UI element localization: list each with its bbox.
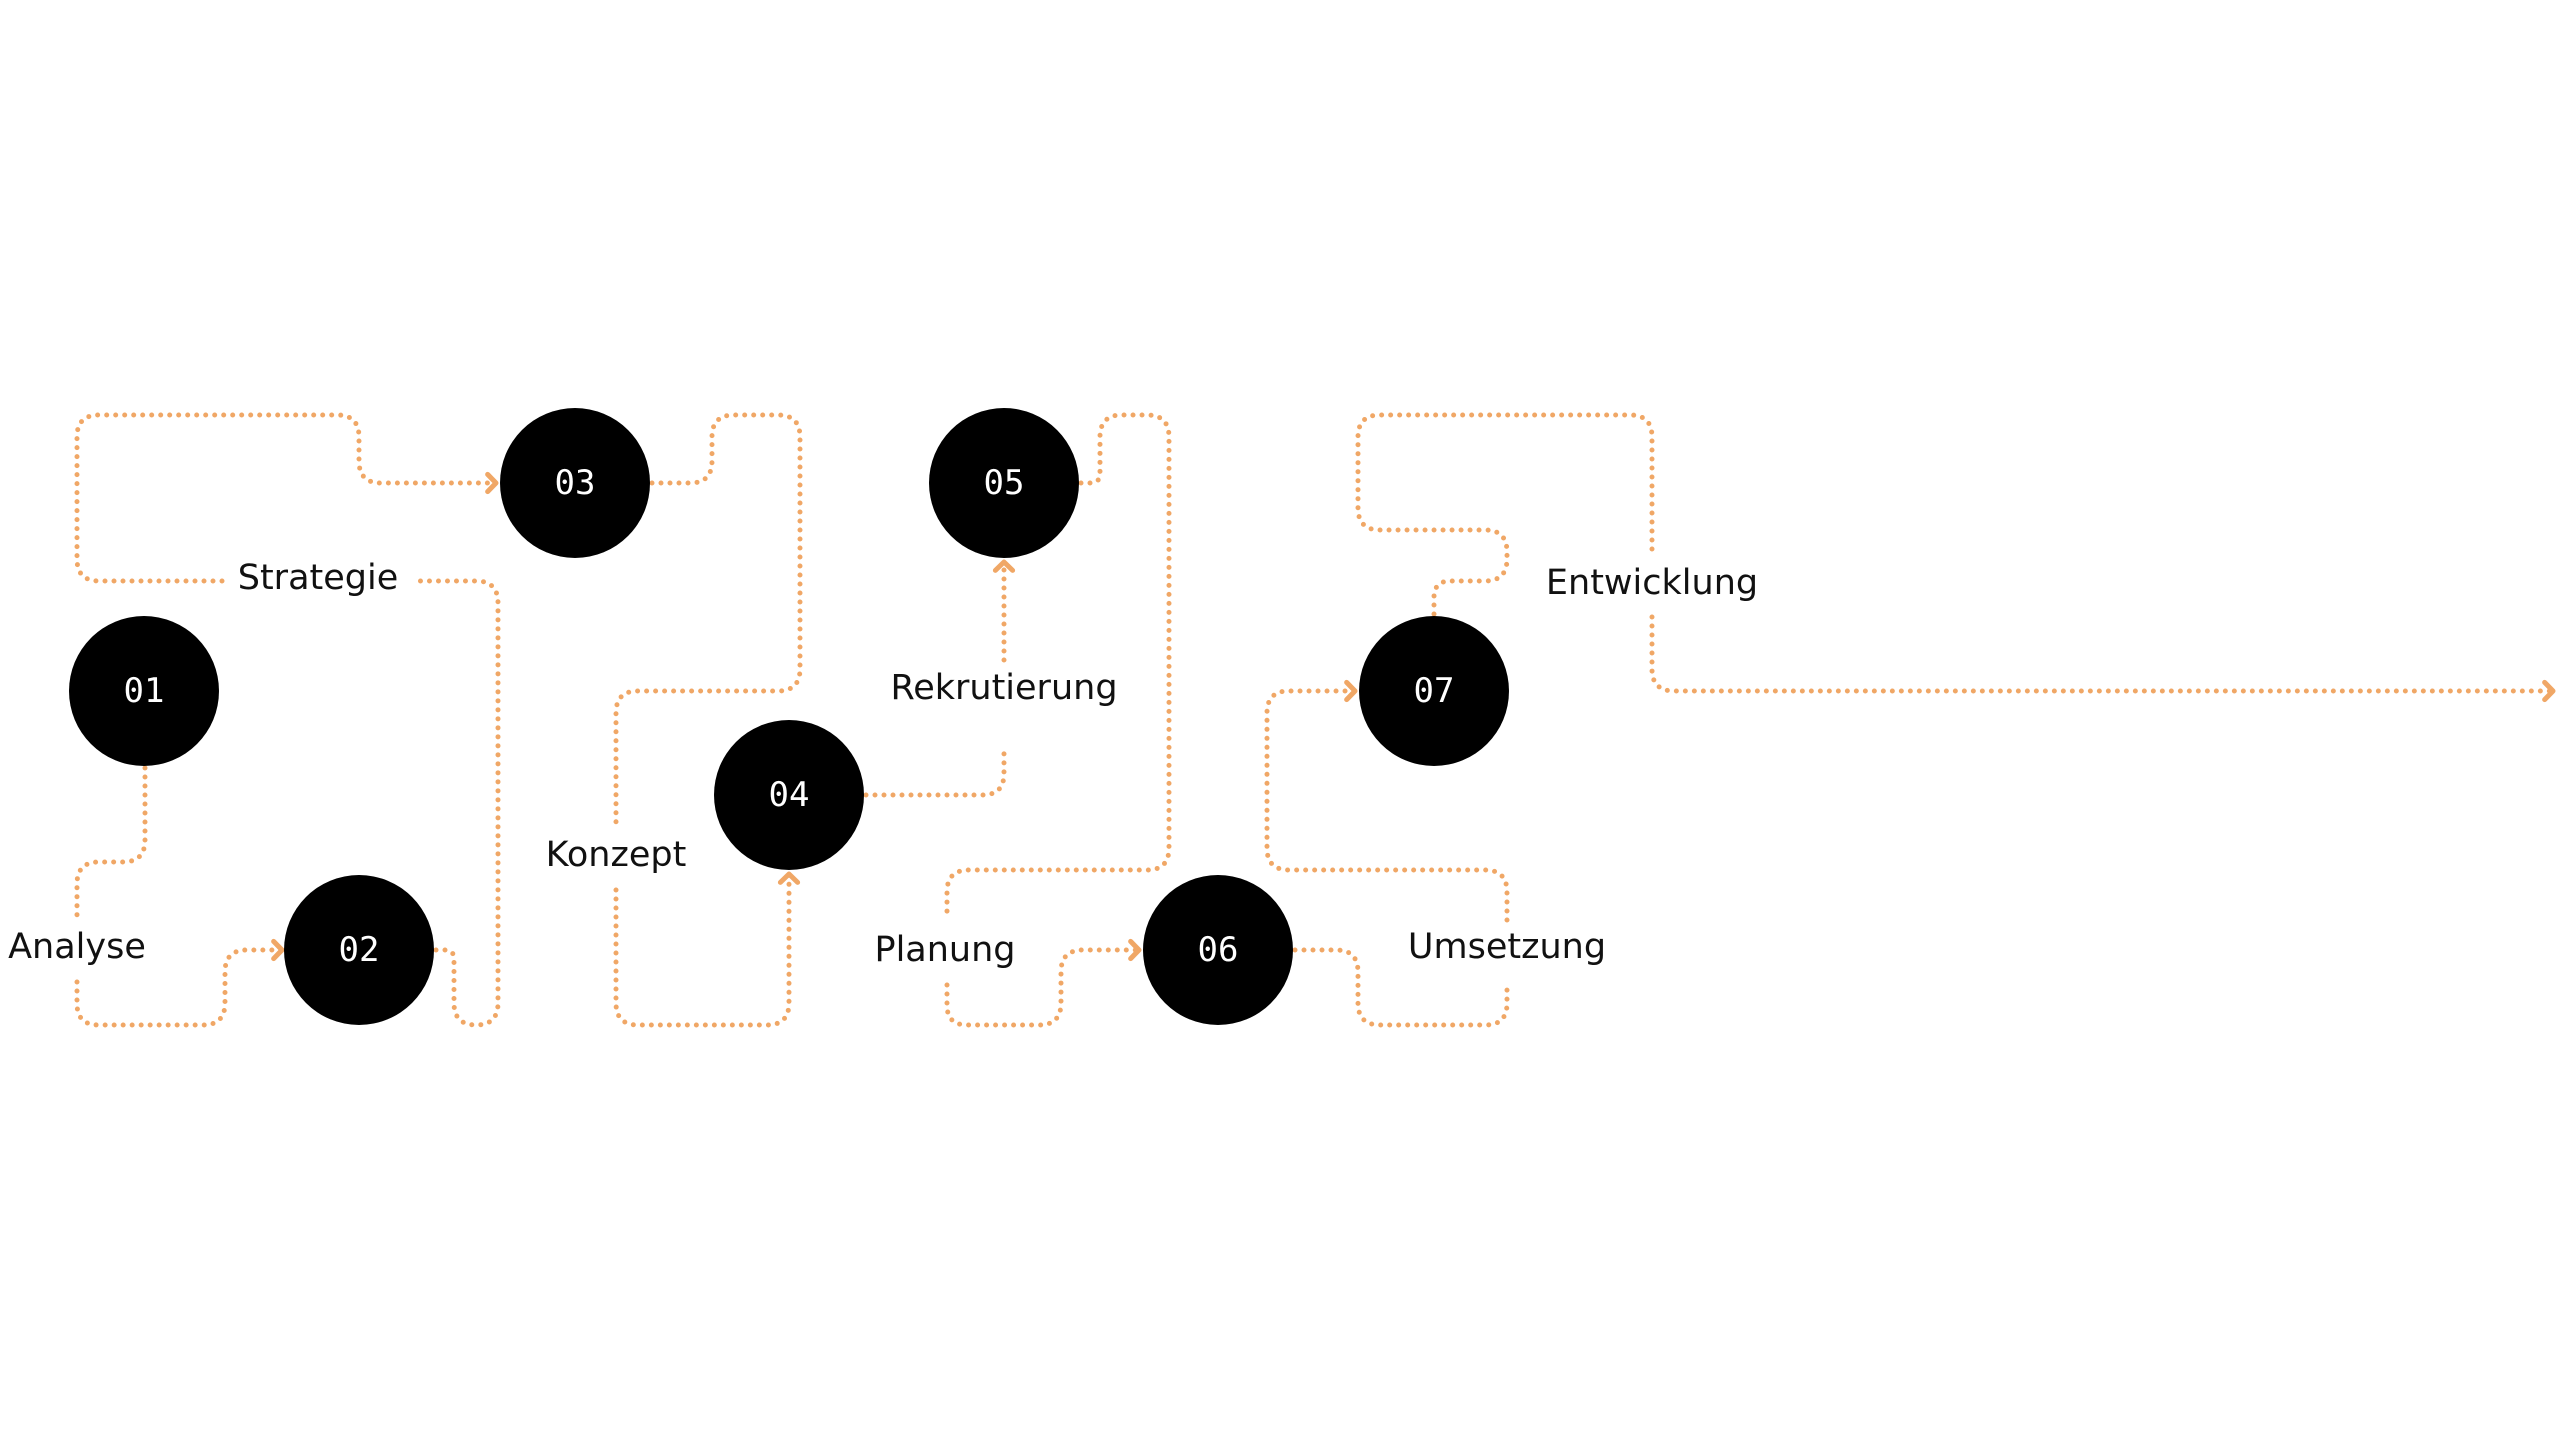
step-number: 02 xyxy=(338,930,380,970)
connector-04-05 xyxy=(863,749,1007,798)
step-label-planung: Planung xyxy=(870,930,1020,970)
arrowhead-icon xyxy=(485,471,499,495)
step-label-analyse: Analyse xyxy=(4,927,150,967)
step-circle-05: 05 xyxy=(929,408,1079,558)
arrowhead-icon xyxy=(1344,679,1358,703)
step-number: 06 xyxy=(1197,930,1239,970)
connector-01-02 xyxy=(74,947,285,1028)
arrowhead-icon xyxy=(777,871,801,885)
connector-05-06 xyxy=(944,947,1142,1028)
step-number: 01 xyxy=(123,671,165,711)
step-circle-04: 04 xyxy=(714,720,864,870)
step-label-entwicklung: Entwicklung xyxy=(1541,563,1763,603)
step-label-rekrutierung: Rekrutierung xyxy=(886,668,1122,708)
connector-07-end xyxy=(1355,412,1655,617)
step-number: 03 xyxy=(554,463,596,503)
connector-02-03 xyxy=(74,412,499,584)
connector-05-06 xyxy=(944,412,1172,923)
step-label-umsetzung: Umsetzung xyxy=(1403,927,1611,967)
step-number: 07 xyxy=(1413,671,1455,711)
connector-03-04 xyxy=(613,871,792,1028)
step-circle-07: 07 xyxy=(1359,616,1509,766)
step-circle-06: 06 xyxy=(1143,875,1293,1025)
connector-06-07 xyxy=(1264,688,1510,923)
step-label-konzept: Konzept xyxy=(541,835,691,875)
step-label-strategie: Strategie xyxy=(233,558,403,598)
step-circle-02: 02 xyxy=(284,875,434,1025)
arrowhead-icon xyxy=(992,559,1016,573)
connector-02-03 xyxy=(413,578,501,1028)
arrowhead-icon xyxy=(1128,938,1142,962)
arrowhead-icon xyxy=(2542,679,2556,703)
connector-01-02 xyxy=(74,765,148,923)
connector-07-end xyxy=(1649,614,2556,694)
connector-06-07 xyxy=(1292,947,1510,1028)
arrowhead-icon xyxy=(271,938,285,962)
step-number: 05 xyxy=(983,463,1025,503)
step-circle-01: 01 xyxy=(69,616,219,766)
connector-03-04 xyxy=(613,412,803,827)
step-number: 04 xyxy=(768,775,810,815)
step-circle-03: 03 xyxy=(500,408,650,558)
